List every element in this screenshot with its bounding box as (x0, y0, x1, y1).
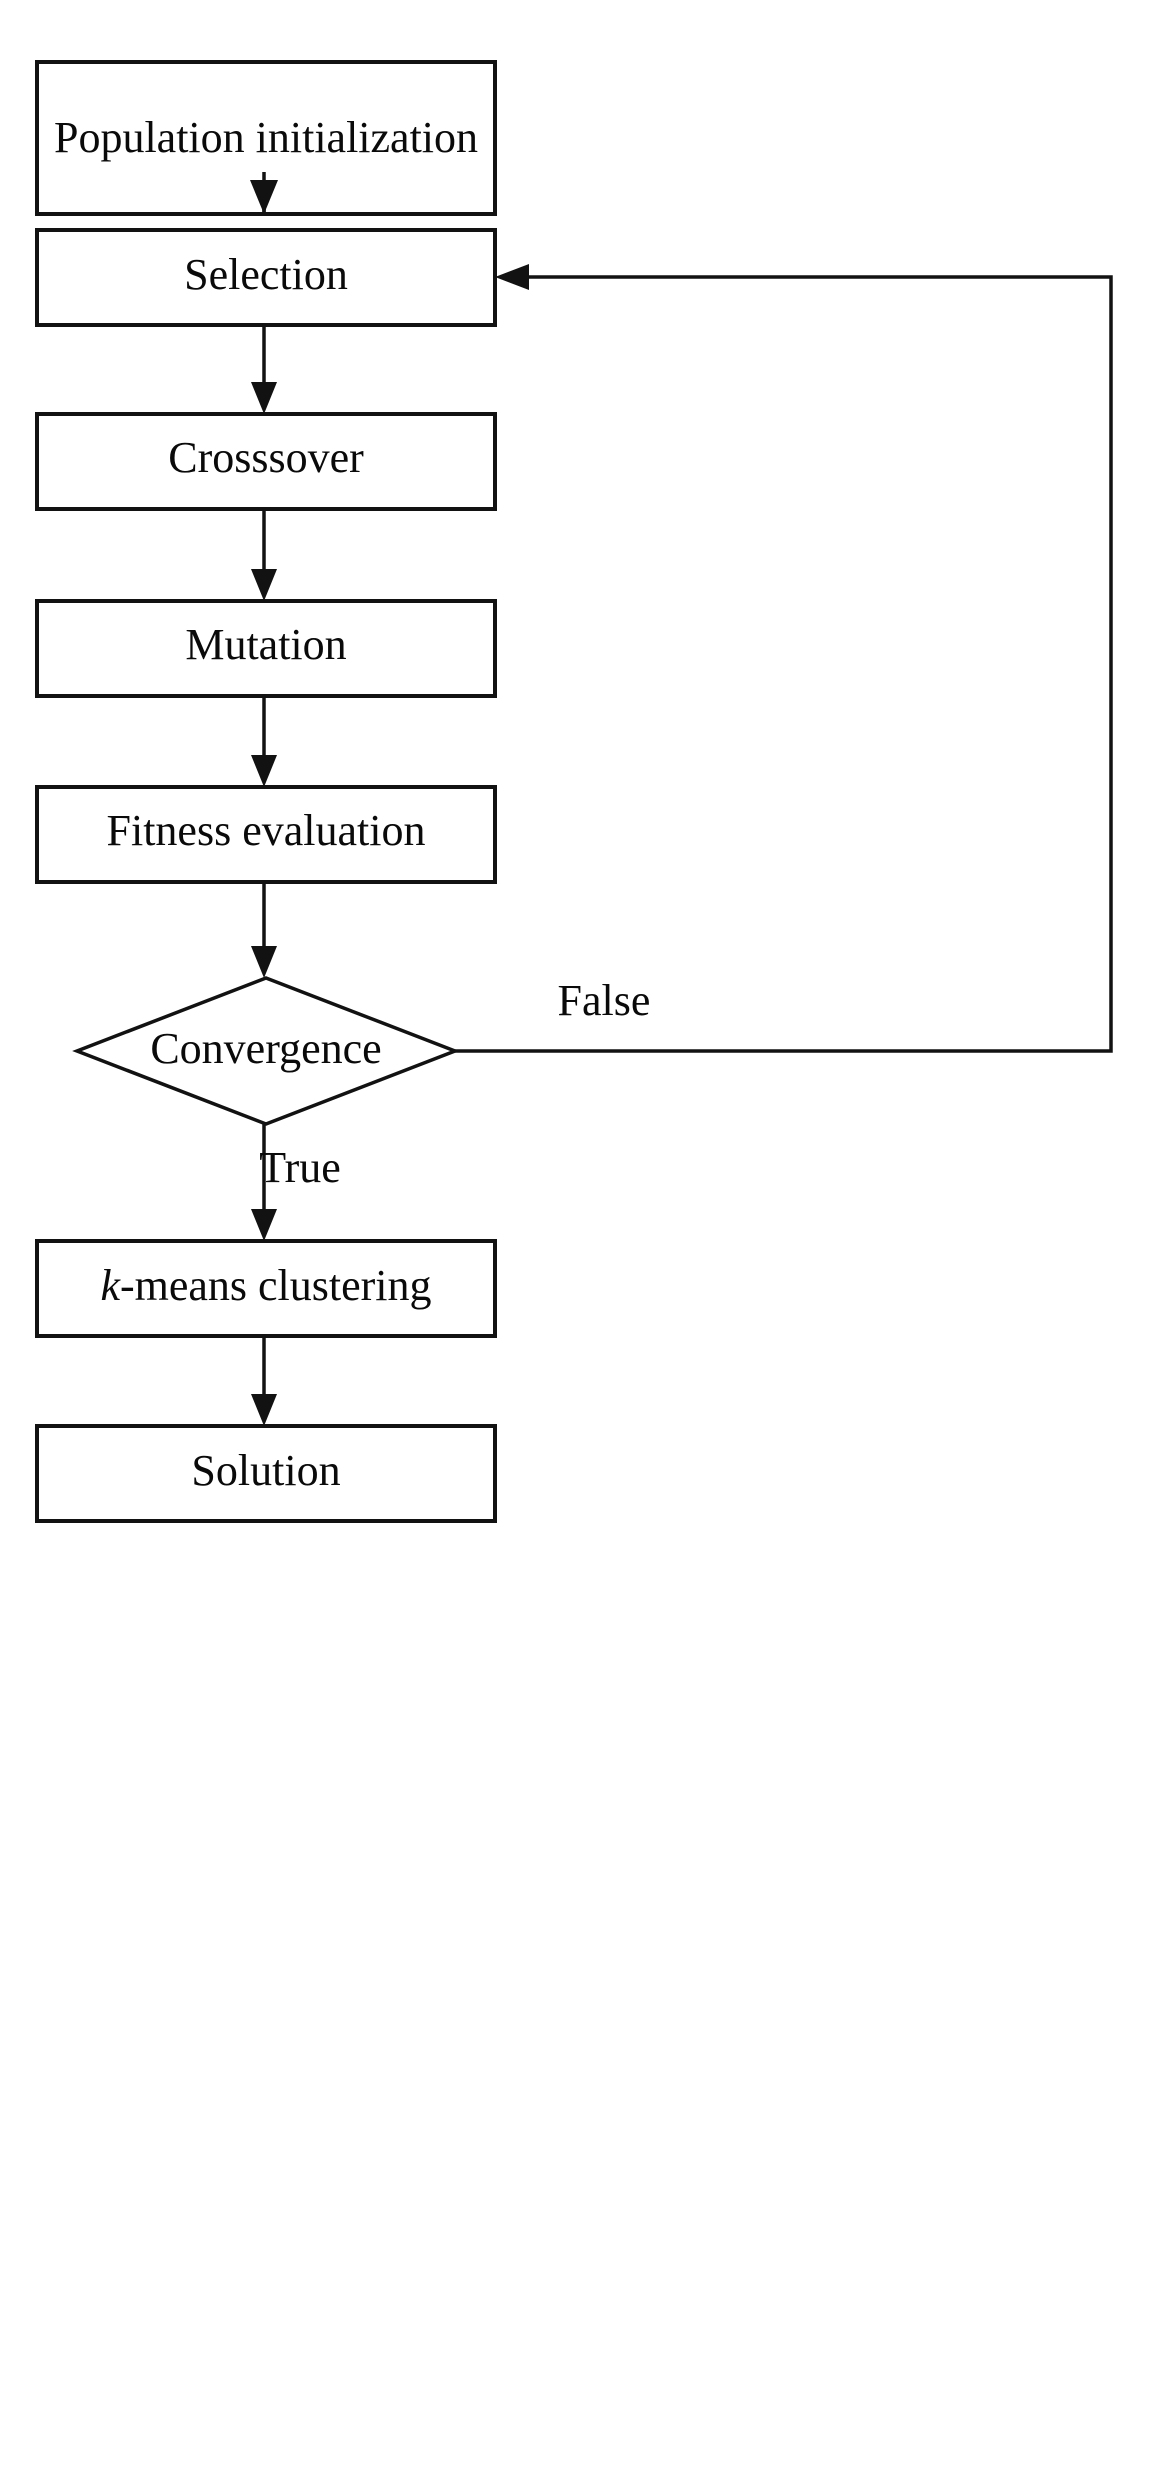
edge-label-false: False (558, 976, 651, 1025)
node-convergence[interactable] (72, 976, 460, 1126)
k-means-suffix: -means clustering (120, 1261, 432, 1310)
node-selection[interactable] (35, 228, 497, 327)
node-population-initialization-label: Population initialization (54, 113, 478, 162)
edge-mutation-to-fitness-arrowhead (251, 755, 277, 787)
edge-convergence-false-arrowhead (495, 264, 529, 290)
edge-selection-to-crosssover-arrowhead (251, 382, 277, 414)
node-solution[interactable] (35, 1424, 497, 1523)
edge-crosssover-to-mutation-arrowhead (251, 569, 277, 601)
node-fitness-evaluation-label: Fitness evaluation (107, 806, 426, 855)
edge-convergence-true-arrowhead (251, 1209, 277, 1241)
edge-fitness-to-convergence-arrowhead (251, 946, 277, 978)
edge-convergence-false-path (455, 275, 1113, 1053)
node-mutation[interactable] (35, 599, 497, 698)
node-crosssover[interactable] (35, 412, 497, 511)
edge-kmeans-to-solution-arrowhead (251, 1394, 277, 1426)
node-fitness-evaluation[interactable] (35, 785, 497, 884)
node-k-means-clustering[interactable] (35, 1239, 497, 1338)
node-selection-label: Selection (184, 250, 348, 299)
edge-label-true: True (259, 1143, 341, 1192)
k-means-italic-k: k (100, 1261, 121, 1310)
node-mutation-label: Mutation (185, 620, 346, 669)
node-solution-label: Solution (191, 1446, 340, 1495)
node-crosssover-label: Crosssover (168, 433, 364, 482)
node-convergence-label: Convergence (150, 1024, 381, 1073)
node-k-means-clustering-label: k-means clustering (100, 1261, 431, 1310)
